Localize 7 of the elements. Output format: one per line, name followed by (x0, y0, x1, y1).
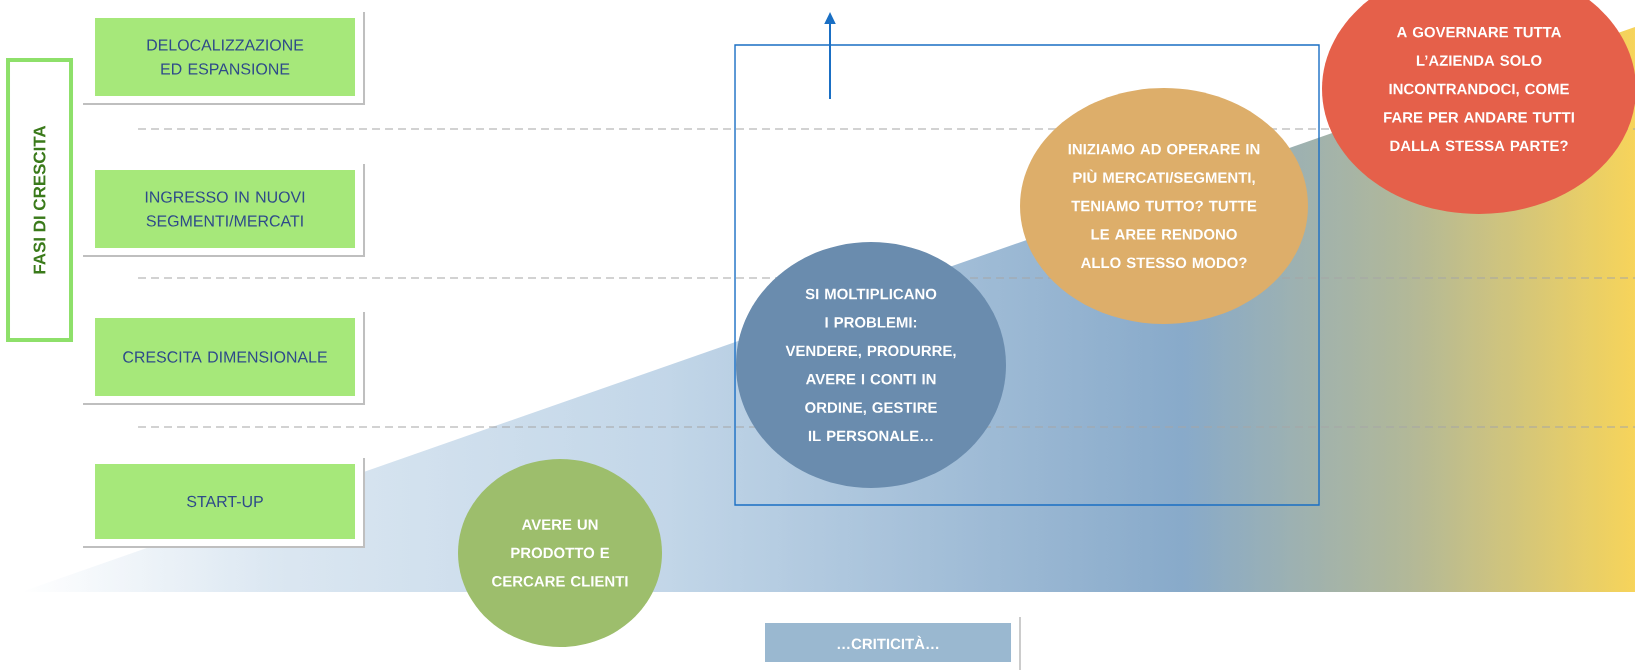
phase-box: CRESCITA DIMENSIONALE (81, 310, 365, 405)
phase-box: START-UP (81, 456, 365, 548)
caption-box: …CRITICITÀ… (755, 615, 1021, 670)
phase-box: INGRESSO IN NUOVI SEGMENTI/MERCATI (81, 162, 365, 257)
axis-title-box: FASI DI CRESCITA (6, 58, 73, 342)
node-label: …CRITICITÀ… (837, 635, 939, 650)
phase-box: DELOCALIZZAZIONE ED ESPANSIONE (81, 10, 365, 105)
